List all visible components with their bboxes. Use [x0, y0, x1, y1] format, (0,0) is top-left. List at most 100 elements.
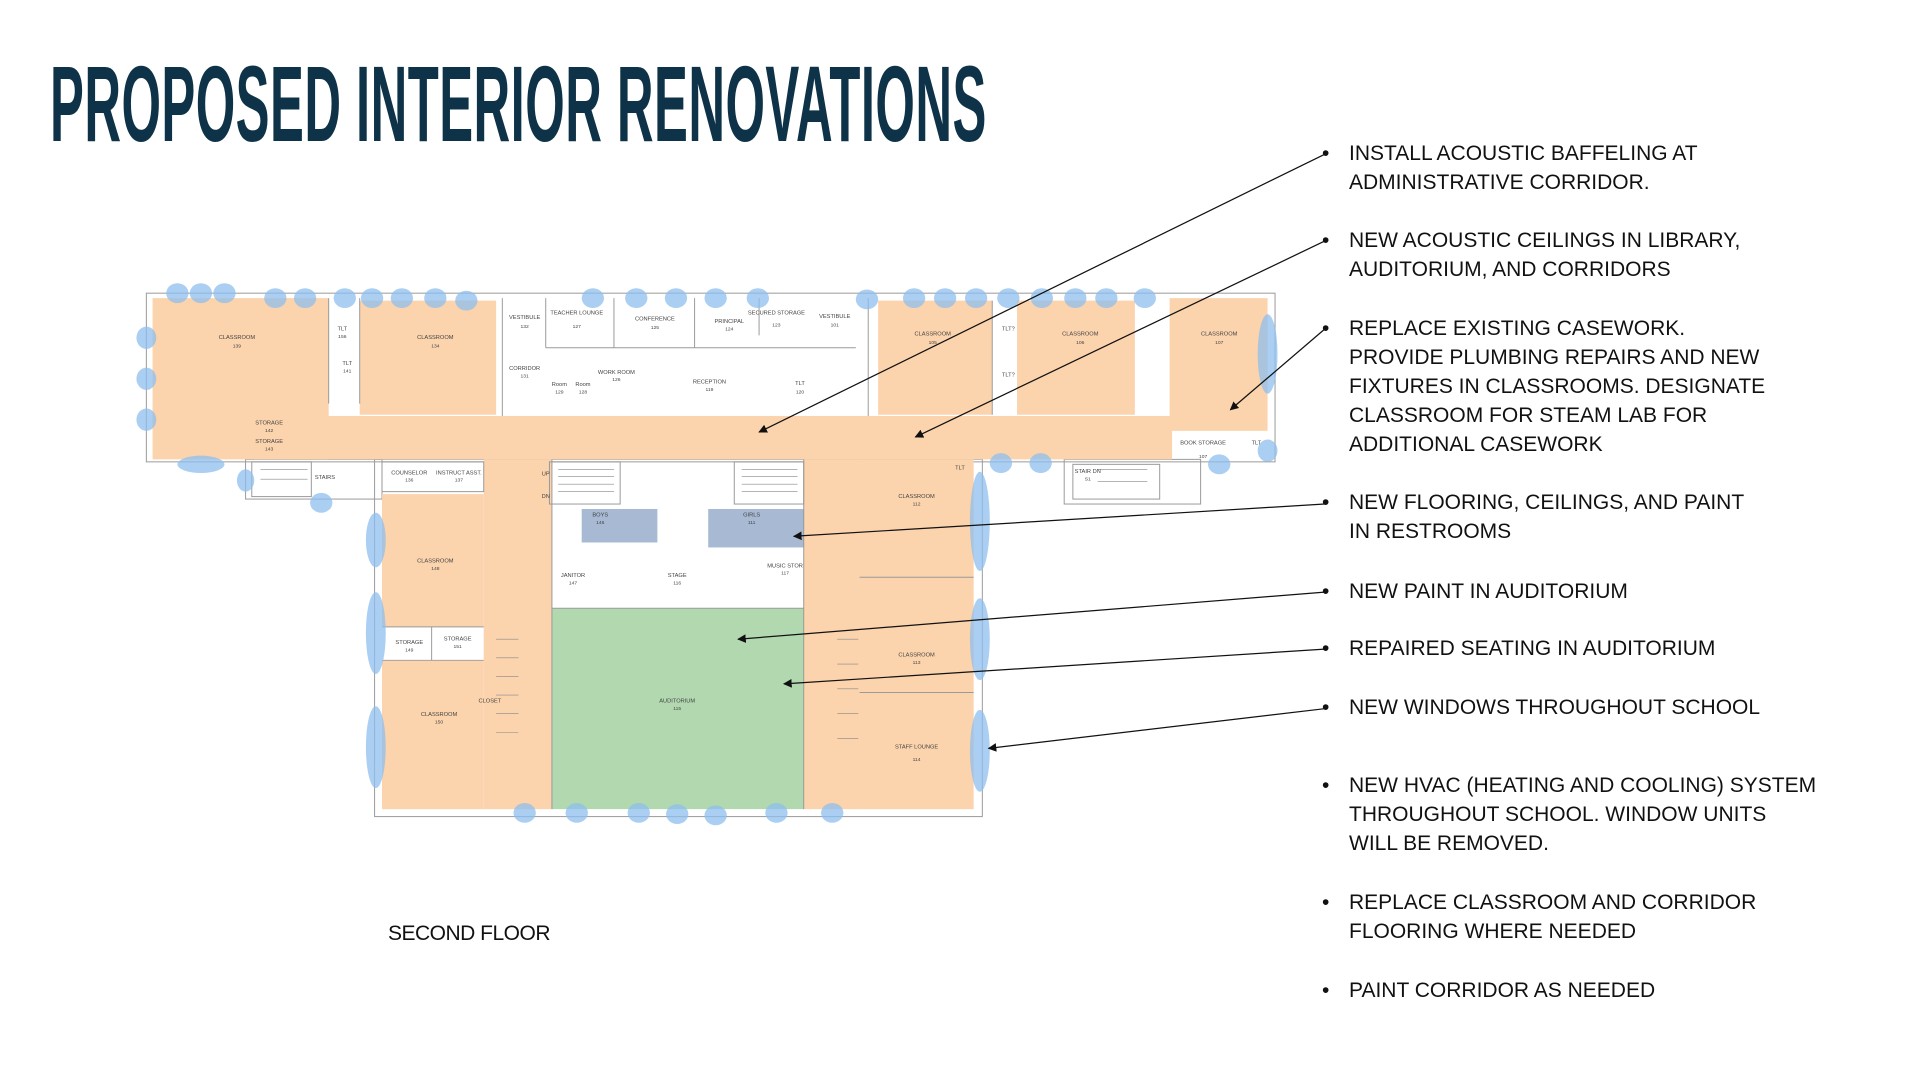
toilet-label: TLT [1252, 440, 1262, 446]
west-corridor-area [483, 459, 552, 810]
auditorium-area [551, 608, 804, 810]
room-number: 111 [748, 520, 756, 526]
arrow-acoustic-baffeling [758, 153, 1325, 433]
stair-up-label: UP [542, 472, 550, 478]
room-label: STORAGE [255, 439, 283, 445]
bullet-icon: • [1322, 891, 1330, 914]
renovation-item-line: REPLACE EXISTING CASEWORK. [1349, 317, 1686, 340]
renovation-item-line: NEW HVAC (HEATING AND COOLING) SYSTEM [1349, 774, 1817, 797]
room-label: TLT [337, 326, 347, 332]
room-label: AUDITORIUM [659, 698, 695, 704]
renovation-item-line: WILL BE REMOVED. [1349, 832, 1549, 855]
east-classrooms-area [859, 459, 974, 810]
room-number: 107 [1215, 340, 1224, 346]
window-markers [136, 283, 1278, 826]
room-label: COUNSELOR [391, 470, 427, 476]
room-label: STORAGE [395, 640, 423, 646]
room-number: 149 [405, 648, 414, 654]
renovation-item-line: IN RESTROOMS [1349, 520, 1512, 543]
room-label: Room [575, 382, 590, 388]
renovation-item-line: FIXTURES IN CLASSROOMS. DESIGNATE [1349, 375, 1766, 398]
boys-restroom-area [581, 508, 658, 543]
bullet-icon: • [1322, 696, 1330, 719]
bullet-icon: • [1322, 979, 1330, 1002]
room-label: CLASSROOM [421, 712, 458, 718]
renovation-item: • REPLACE EXISTING CASEWORK. PROVIDE PLUMB… [1322, 314, 1889, 459]
arrow-auditorium-seating [783, 648, 1325, 688]
room-number: 134 [431, 344, 440, 350]
bullet-icon: • [1322, 317, 1330, 340]
arrow-acoustic-ceilings [914, 240, 1325, 438]
bullet-icon: • [1322, 580, 1330, 603]
room-number: 148 [431, 566, 440, 572]
classroom-148-area [382, 494, 484, 627]
room-label: CLASSROOM [898, 494, 935, 500]
room-label: JANITOR [561, 573, 585, 579]
room-number: 129 [555, 390, 564, 396]
room-number: 107 [1199, 454, 1208, 460]
room-label: TLT [795, 381, 805, 387]
renovated-areas [152, 298, 1268, 810]
toilet-label: TLT? [1002, 326, 1015, 332]
renovation-item-line: AUDITORIUM, AND CORRIDORS [1349, 258, 1671, 281]
room-label: Room [552, 382, 567, 388]
renovation-item: •PAINT CORRIDOR AS NEEDED [1322, 976, 1889, 1005]
room-number: 124 [725, 326, 734, 332]
room-label: VESTIBULE [509, 315, 540, 321]
room-label: CLASSROOM [219, 335, 256, 341]
renovation-item: • NEW WINDOWS THROUGHOUT SCHOOL [1322, 693, 1889, 722]
room-number: 126 [612, 377, 621, 383]
main-corridor-area [254, 415, 1173, 460]
room-number: 143 [265, 447, 274, 453]
bullet-icon: • [1322, 774, 1330, 797]
classroom-106-area [1017, 300, 1135, 415]
classroom-150-area [382, 660, 484, 810]
room-label: TEACHER LOUNGE [550, 310, 603, 316]
renovation-item-line: PROVIDE PLUMBING REPAIRS AND NEW [1349, 346, 1760, 369]
renovation-item-line: ADDITIONAL CASEWORK [1349, 433, 1603, 456]
renovation-item-line: NEW PAINT IN AUDITORIUM [1349, 580, 1628, 603]
room-label: SECURED STORAGE [748, 310, 805, 316]
room-label: STAFF LOUNGE [895, 744, 938, 750]
room-number: 141 [343, 369, 352, 375]
callout-arrows [737, 153, 1326, 752]
renovation-item-line: INSTALL ACOUSTIC BAFFELING AT [1349, 142, 1698, 165]
stair-down-label: DN [542, 494, 550, 500]
room-number: 146 [596, 520, 605, 526]
room-number: 101 [831, 323, 840, 329]
room-label: CLASSROOM [1062, 331, 1099, 337]
room-number: S1 [1085, 476, 1091, 482]
room-label: GIRLS [743, 512, 760, 518]
room-number: 114 [913, 757, 921, 763]
room-label: CLASSROOM [898, 653, 935, 659]
room-number: 137 [455, 478, 464, 484]
girls-restroom-area [708, 508, 804, 548]
room-number: 123 [772, 323, 781, 329]
room-number: 119 [706, 387, 714, 393]
room-label: BOYS [592, 512, 608, 518]
room-label: TLT [342, 361, 352, 367]
room-label: VESTIBULE [819, 314, 850, 320]
slide-title: PROPOSED INTERIOR RENOVATIONS [50, 43, 987, 164]
bullet-icon: • [1322, 637, 1330, 660]
room-label: STORAGE [444, 636, 472, 642]
renovation-item-line: FLOORING WHERE NEEDED [1349, 920, 1637, 943]
renovation-item-line: THROUGHOUT SCHOOL. WINDOW UNITS [1349, 803, 1767, 826]
room-label: CLASSROOM [417, 335, 454, 341]
room-number: 105 [929, 340, 938, 346]
bullet-icon: • [1322, 229, 1330, 252]
room-number: 132 [521, 324, 530, 330]
room-number: 150 [435, 720, 444, 726]
renovation-item: • NEW PAINT IN AUDITORIUM [1322, 577, 1889, 606]
renovation-item-line: NEW WINDOWS THROUGHOUT SCHOOL [1349, 696, 1761, 719]
room-number: 136 [405, 478, 414, 484]
room-label: STAGE [668, 573, 687, 579]
room-label: MUSIC STOR [767, 563, 803, 569]
room-label: CLASSROOM [417, 558, 454, 564]
renovation-item-line: NEW ACOUSTIC CEILINGS IN LIBRARY, [1349, 229, 1741, 252]
room-label: BOOK STORAGE [1180, 440, 1226, 446]
